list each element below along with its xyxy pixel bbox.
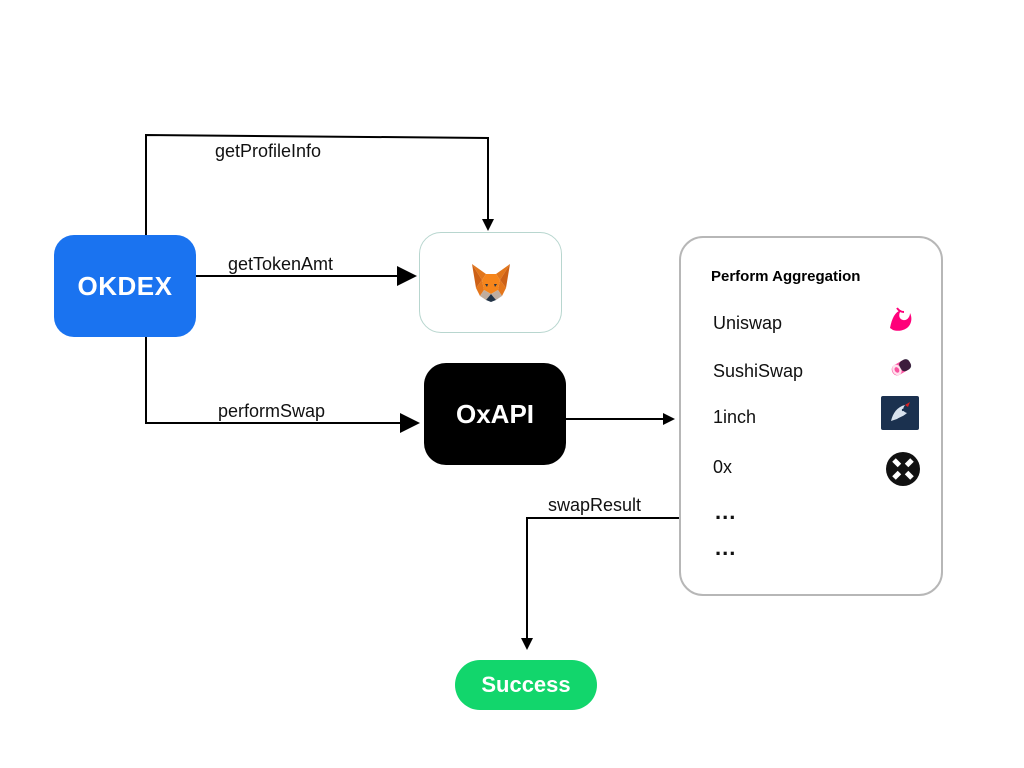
dex-item-0x: 0x [713, 457, 733, 477]
edge-label-swap-result: swapResult [548, 495, 642, 515]
success-label: Success [481, 672, 571, 697]
edge-label-get-token-amt: getTokenAmt [228, 254, 334, 274]
uniswap-icon [864, 292, 936, 346]
sushiswap-icon [886, 352, 916, 382]
okdex-node: OKDEX [54, 235, 196, 337]
dex-item-sushiswap: SushiSwap [713, 361, 804, 381]
more-dexes-indicator: ... [715, 499, 737, 524]
success-node: Success [455, 660, 597, 710]
0x-icon [884, 450, 922, 488]
edge-swap-result [521, 517, 679, 650]
1inch-icon [881, 396, 919, 430]
aggregation-title: Perform Aggregation [711, 268, 861, 285]
edge-label-perform-swap: performSwap [218, 401, 326, 421]
aggregation-panel: Perform Aggregation Uniswap SushiSwap 1i… [679, 236, 943, 596]
dex-item-1inch: 1inch [713, 407, 757, 427]
dex-item-uniswap: Uniswap [713, 313, 783, 333]
more-dexes-indicator: ... [715, 535, 737, 560]
metamask-wallet-node [419, 232, 562, 333]
metamask-fox-icon [471, 263, 510, 302]
oxapi-node: OxAPI [424, 363, 566, 465]
edge-label-get-profile-info: getProfileInfo [215, 141, 322, 161]
okdex-label: OKDEX [77, 270, 173, 301]
oxapi-label: OxAPI [455, 398, 535, 429]
